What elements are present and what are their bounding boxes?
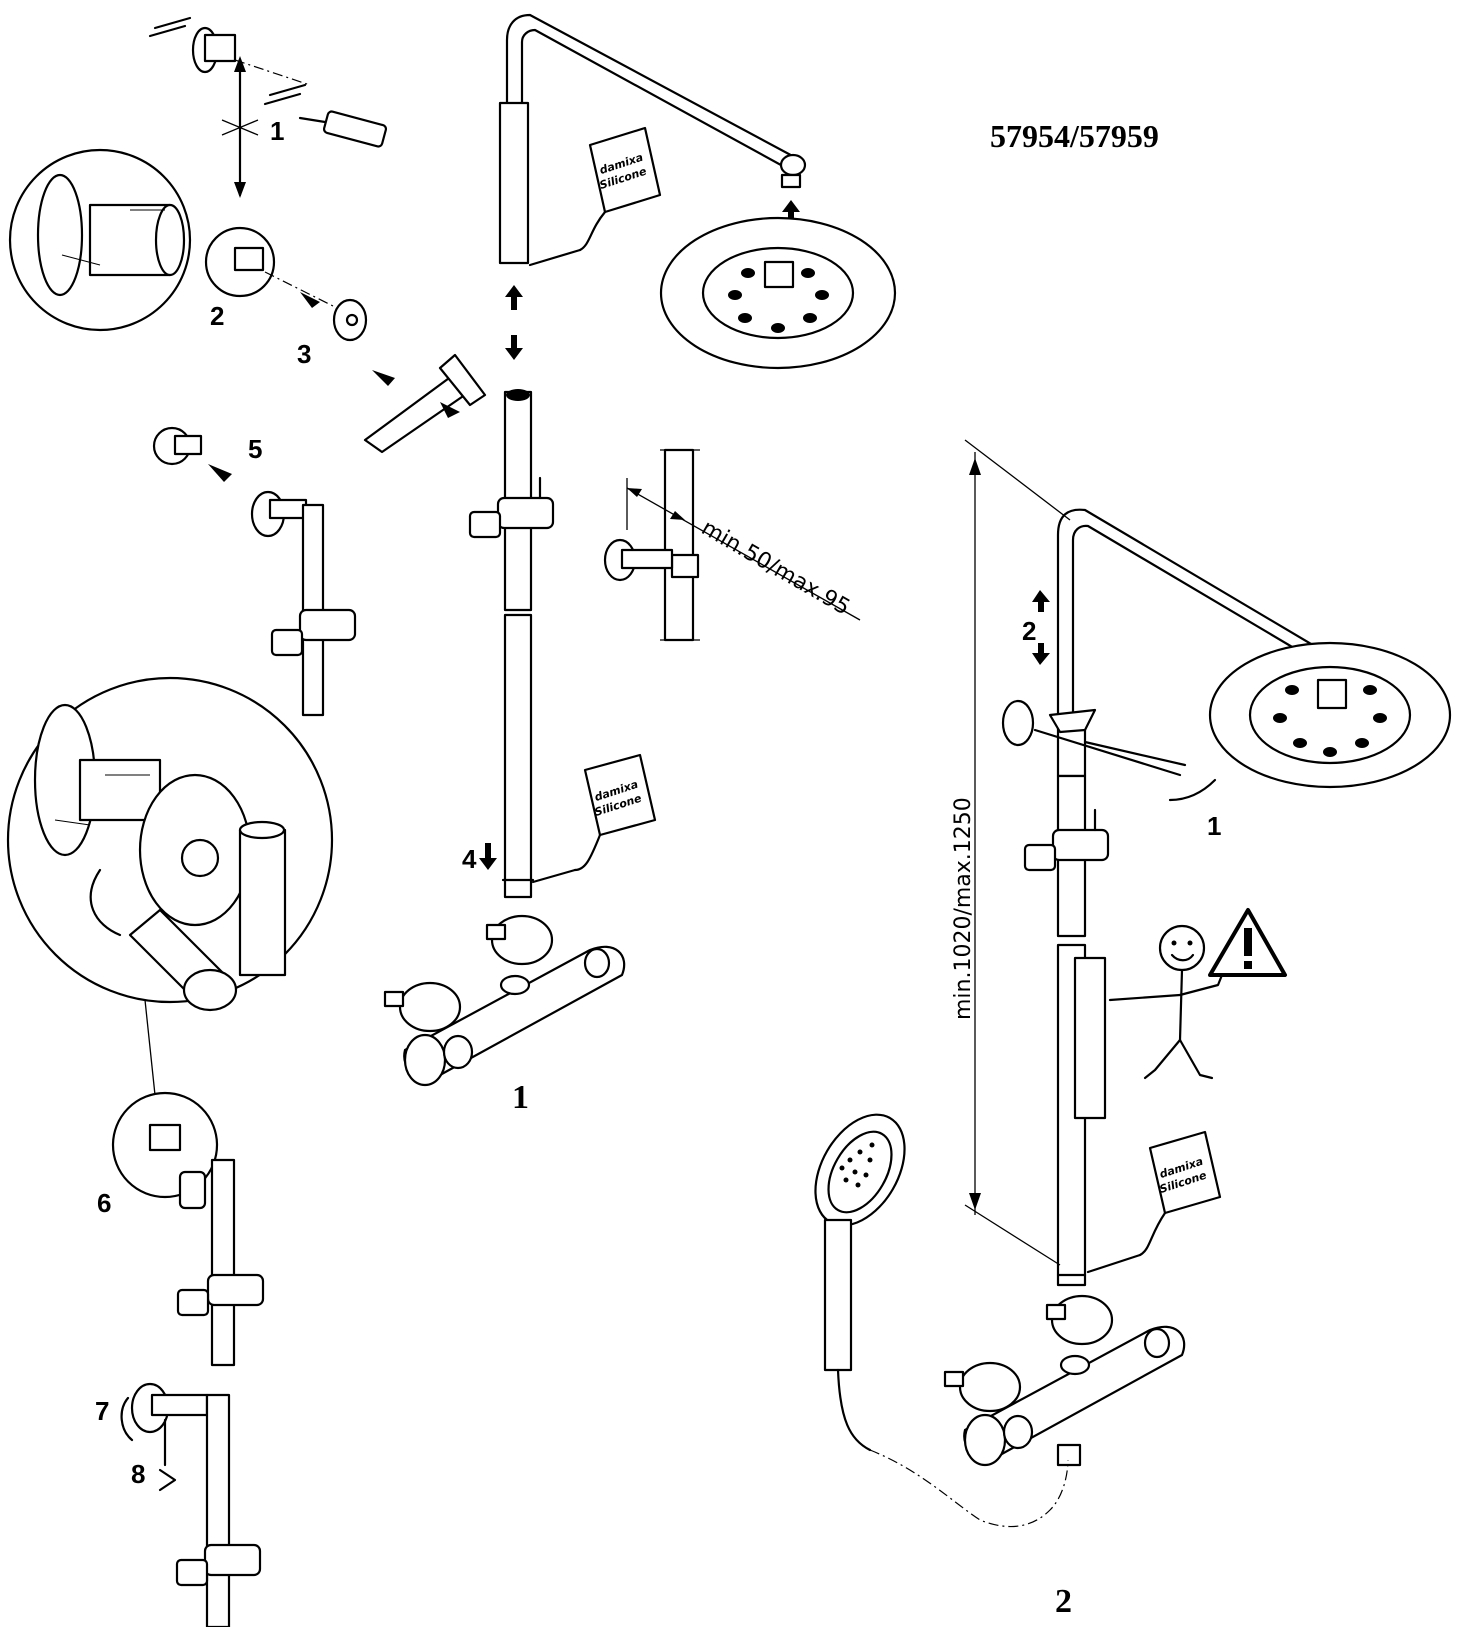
thermostatic-mixer-1: 1 — [383, 914, 626, 1116]
step-8-label: 8 — [131, 1459, 145, 1489]
wrench-tool — [363, 353, 487, 454]
step-6-install: 6 — [97, 1091, 265, 1367]
step-6-label: 6 — [97, 1188, 111, 1218]
thermostatic-mixer-2 — [943, 1294, 1186, 1467]
step-1-label: 1 — [270, 116, 284, 146]
step-5-label: 5 — [248, 434, 262, 464]
arm-distance-label: min.50/max.95 — [697, 516, 854, 621]
warning-triangle-icon — [1208, 908, 1287, 977]
silicone-bag-right: damixa Silicone — [1086, 1130, 1222, 1274]
step-2-bracket-detail: 2 — [8, 148, 276, 332]
step-7-label: 7 — [95, 1396, 109, 1426]
hand-shower-icon — [814, 1113, 1069, 1528]
figure-1-label: 1 — [512, 1079, 529, 1116]
height-dimension: min.1020/max.1250 — [951, 439, 1071, 1266]
step-5-slide: 5 — [152, 426, 357, 717]
step-7-8-tighten: 7 8 — [95, 1382, 262, 1627]
silicone-bag-top: damixa Silicone — [528, 126, 662, 267]
step-4-label: 4 — [462, 844, 477, 874]
figure-2-label: 2 — [1055, 1583, 1072, 1620]
height-range-label: min.1020/max.1250 — [951, 797, 976, 1020]
model-number: 57954/57959 — [990, 118, 1159, 154]
step-1-drilling: 1 — [148, 16, 388, 198]
figure-2-shower-column: 2 1 — [1001, 508, 1357, 1287]
fig2-step-2-label: 2 — [1022, 616, 1036, 646]
arm-distance-detail: min.50/max.95 — [603, 448, 861, 642]
figure-1-shower-column: 4 — [462, 13, 807, 899]
rain-shower-head — [659, 216, 897, 370]
smiley-figure-icon — [1108, 924, 1224, 1080]
silicone-bag-bottom: damixa Silicone — [531, 753, 657, 884]
rain-shower-head-2 — [1208, 641, 1452, 789]
step-2-label: 2 — [210, 301, 224, 331]
step-3-label: 3 — [297, 339, 311, 369]
step-6-detail-zoom — [6, 676, 334, 1096]
step-3-cover-plate: 3 — [264, 271, 368, 369]
fig2-step-1-label: 1 — [1207, 811, 1221, 841]
